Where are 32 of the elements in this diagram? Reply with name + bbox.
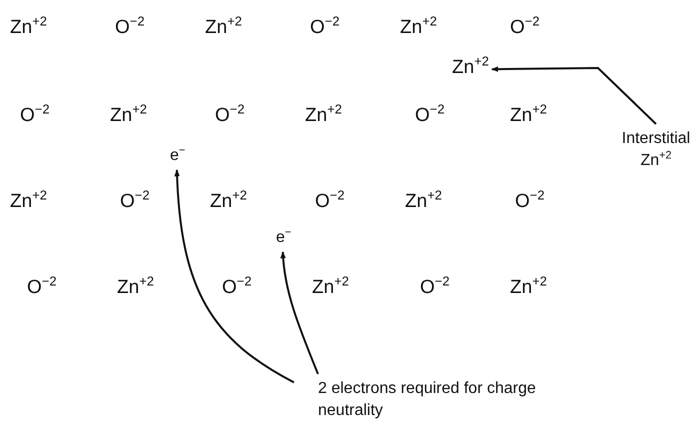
- electron-label: e$^{−}$: [170, 144, 186, 168]
- ion-label: O$^{−2}$: [315, 190, 344, 214]
- ion-label: Zn$^{+2}$: [405, 190, 442, 214]
- ion-label: Zn$^{+2}$: [312, 276, 349, 300]
- ion-label: Zn$^{+2}$: [510, 104, 547, 128]
- ion-label: Zn$^{+2}$: [117, 276, 154, 300]
- electron-label: e$^{−}$: [276, 226, 292, 250]
- ion-label: O$^{−2}$: [115, 16, 144, 40]
- ion-label: Zn$^{+2}$: [210, 190, 247, 214]
- ion-label: O$^{−2}$: [120, 190, 150, 214]
- ion-label: O$^{−2}$: [20, 104, 50, 128]
- callout-text: Interstitial Zn$^{+2}$: [608, 128, 697, 172]
- arrow: [491, 66, 657, 125]
- arrow: [174, 169, 294, 384]
- ion-label: O$^{−2}$: [222, 276, 252, 300]
- ion-label: O$^{−2}$: [310, 16, 340, 40]
- ion-label: O$^{−2}$: [420, 276, 450, 300]
- ion-label: Zn$^{+2}$: [400, 16, 437, 40]
- ion-label: Zn$^{+2}$: [110, 104, 147, 128]
- ion-label: O$^{−2}$: [415, 104, 444, 128]
- ion-label: Zn$^{+2}$: [10, 190, 47, 214]
- ion-label: O$^{−2}$: [215, 104, 244, 128]
- ion-label: Zn$^{+2}$: [305, 104, 342, 128]
- ion-label: O$^{−2}$: [27, 276, 56, 300]
- ion-label: Zn$^{+2}$: [10, 16, 47, 40]
- ion-label: Zn$^{+2}$: [205, 16, 242, 40]
- callout-text: 2 electrons required for charge neutrality: [318, 378, 578, 422]
- ion-label: O$^{−2}$: [515, 190, 544, 214]
- interstitial-ion-label: Zn$^{+2}$: [452, 56, 489, 80]
- ion-label: Zn$^{+2}$: [510, 276, 547, 300]
- ion-label: O$^{−2}$: [510, 16, 540, 40]
- arrow: [280, 251, 319, 374]
